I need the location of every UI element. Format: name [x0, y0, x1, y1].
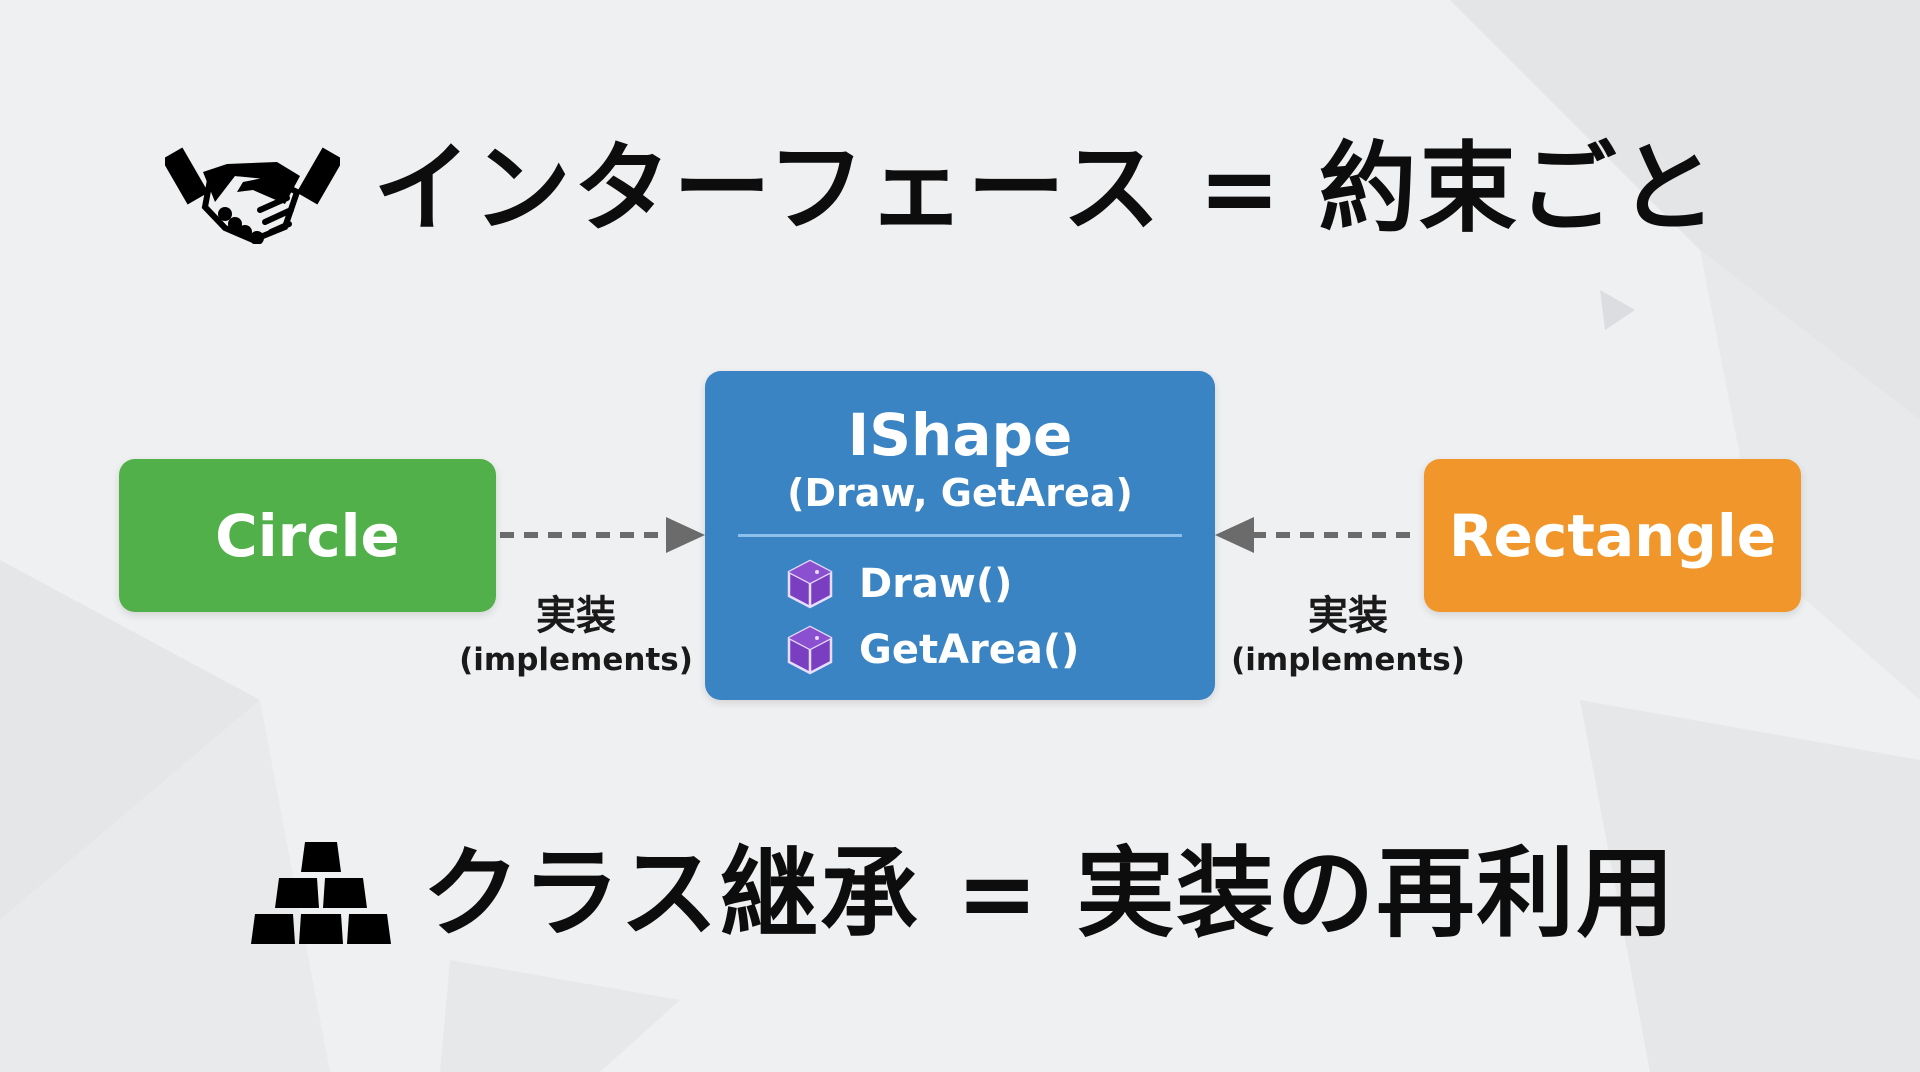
interface-name: IShape — [847, 401, 1073, 469]
handshake-icon — [165, 147, 340, 244]
left-relation-label: 実装 (implements) — [446, 592, 706, 680]
method-item: Draw() — [787, 559, 1012, 609]
cube-icon — [787, 559, 833, 609]
cube-icon — [787, 625, 833, 675]
method-name: Draw() — [859, 561, 1013, 607]
method-item: GetArea() — [787, 625, 1079, 675]
right-implements-arrow — [1215, 517, 1420, 553]
method-name: GetArea() — [859, 627, 1080, 673]
left-implements-arrow — [500, 517, 705, 553]
interface-divider — [738, 534, 1182, 537]
title-heading: インターフェース = 約束ごと — [373, 132, 1719, 246]
rectangle-class-name: Rectangle — [1448, 501, 1777, 570]
right-relation-jp: 実装 — [1308, 593, 1388, 639]
right-relation-label: 実装 (implements) — [1218, 592, 1478, 680]
left-relation-en: (implements) — [459, 642, 693, 678]
stacked-bars-icon — [251, 842, 391, 944]
ishape-interface-box: IShape (Draw, GetArea) Draw() GetArea() — [705, 371, 1215, 700]
right-relation-en: (implements) — [1231, 642, 1465, 678]
circle-class-box: Circle — [119, 459, 496, 612]
footer-heading: クラス継承 = 実装の再利用 — [422, 837, 1677, 951]
left-relation-jp: 実装 — [536, 593, 616, 639]
interface-subtitle: (Draw, GetArea) — [787, 471, 1133, 515]
circle-class-name: Circle — [215, 501, 400, 570]
rectangle-class-box: Rectangle — [1424, 459, 1801, 612]
